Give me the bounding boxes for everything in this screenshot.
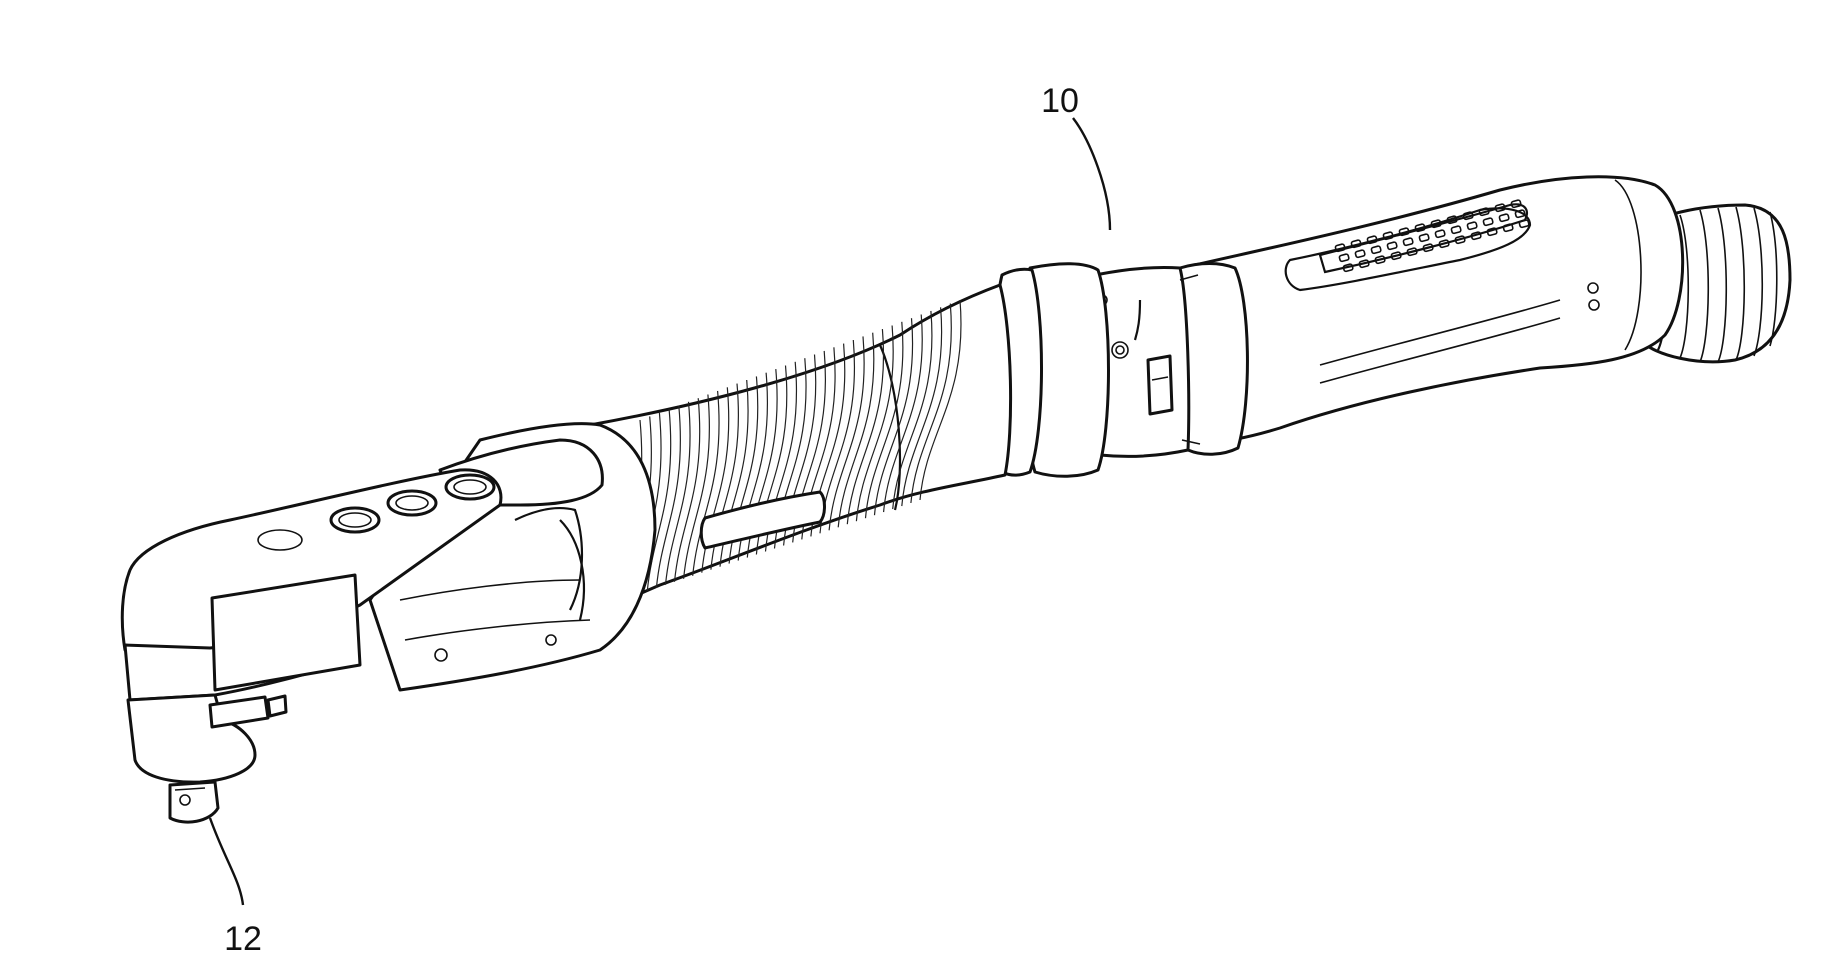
leader-line-12 xyxy=(210,818,243,905)
ring-slot xyxy=(1148,356,1172,414)
ribbed-motor-body xyxy=(590,285,1011,612)
label-12: 12 xyxy=(224,920,262,958)
label-10: 10 xyxy=(1041,82,1079,120)
leader-line-10 xyxy=(1073,118,1110,230)
output-square-drive xyxy=(170,782,218,822)
rear-handle xyxy=(1195,177,1683,442)
